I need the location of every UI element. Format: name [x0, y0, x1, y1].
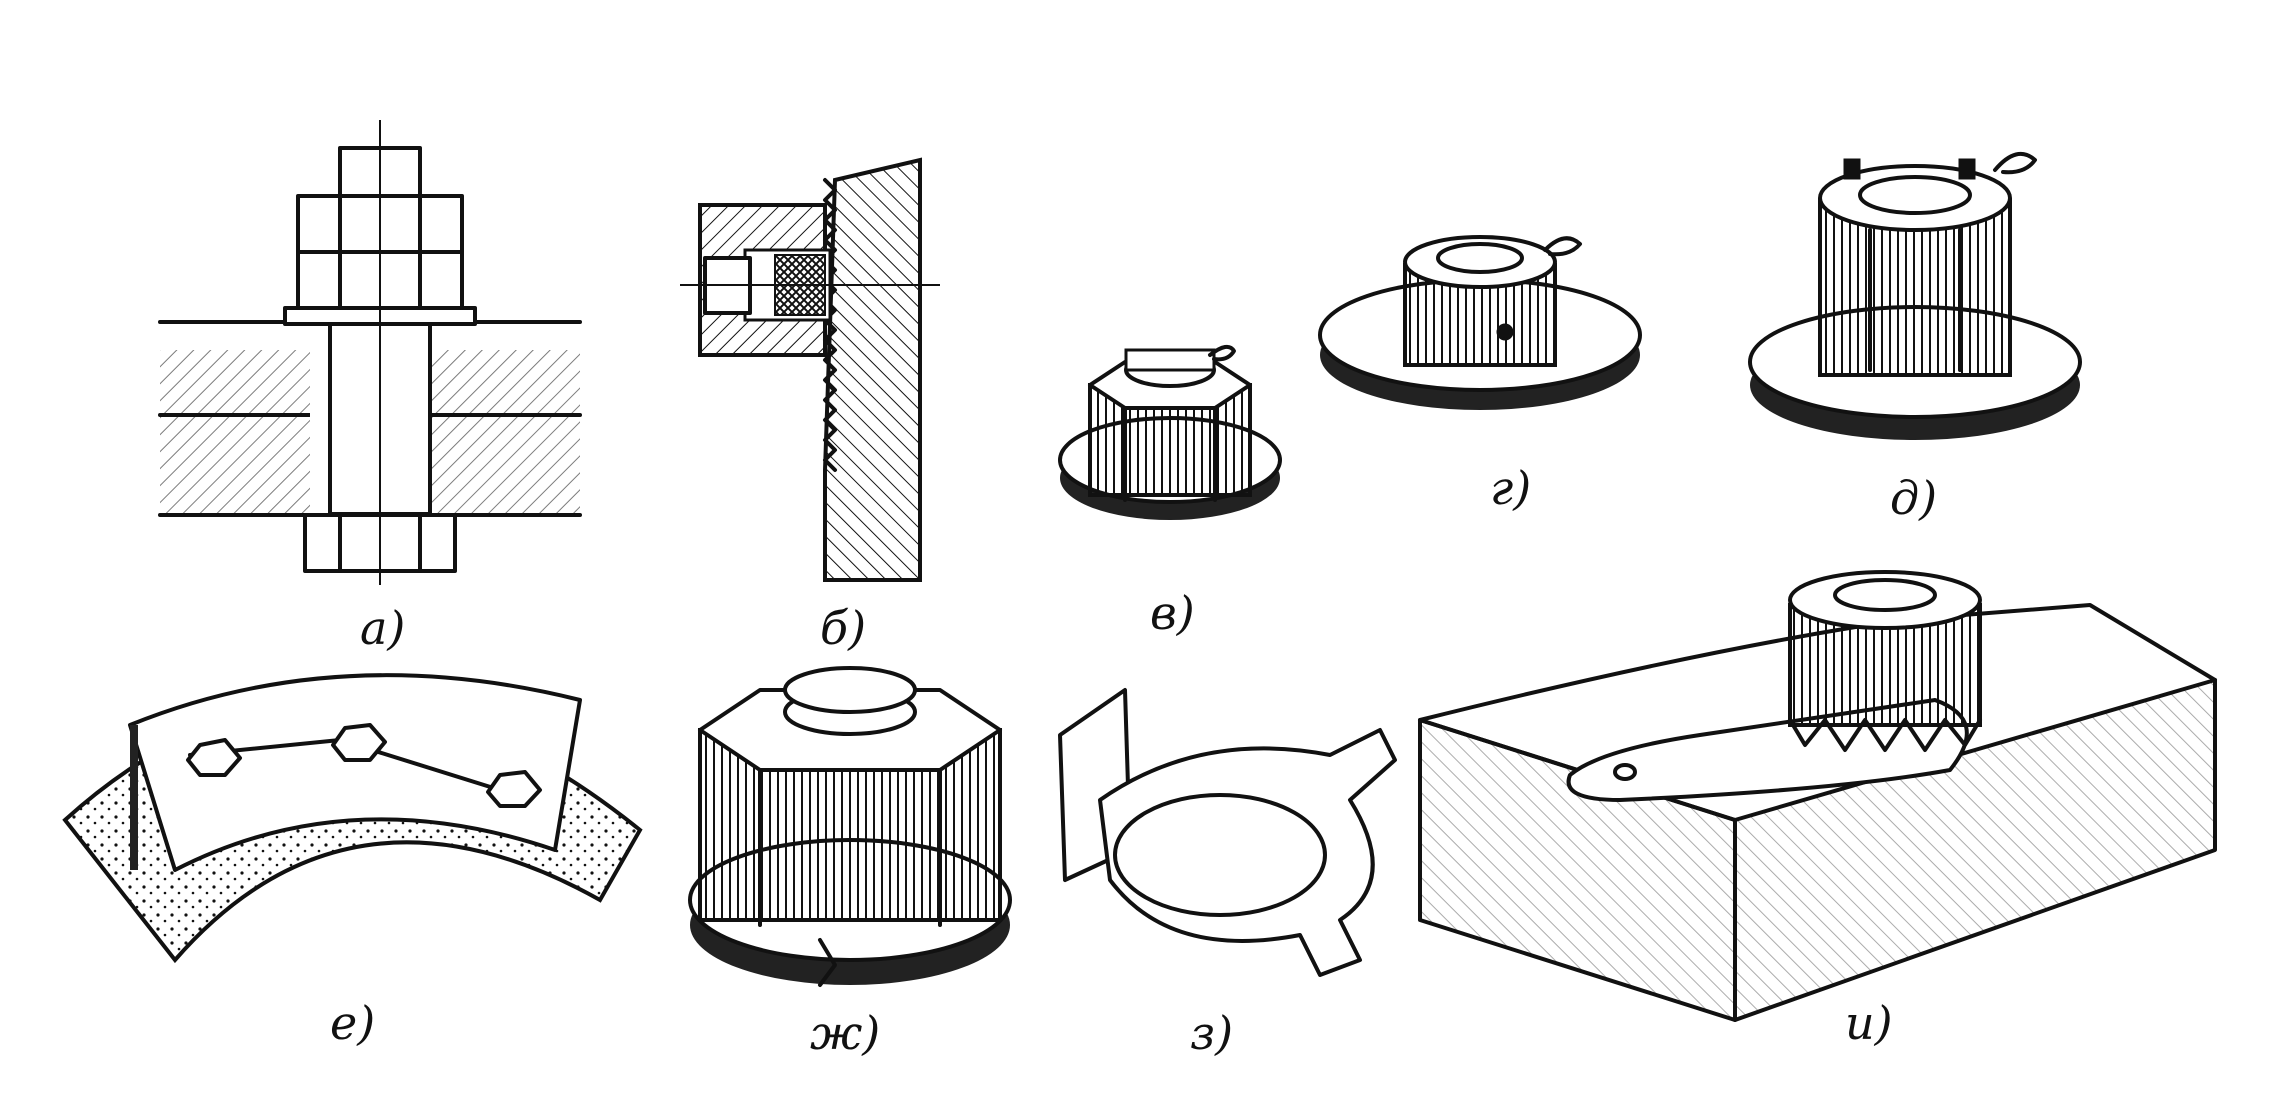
panel-e-wired-bolts	[62, 673, 643, 964]
label-zh: ж)	[810, 1006, 881, 1060]
panel-b-set-screw-section	[680, 157, 940, 582]
label-g: г)	[1490, 461, 1532, 515]
panel-zh-nut-split-washer	[688, 666, 1012, 987]
label-e: е)	[330, 996, 376, 1050]
label-d: д)	[1890, 471, 1938, 525]
label-i: и)	[1845, 996, 1893, 1050]
label-a: а)	[360, 601, 406, 655]
panel-v-nut-with-washer	[1058, 344, 1282, 520]
label-z: з)	[1190, 1006, 1234, 1060]
label-b: б)	[820, 601, 867, 655]
label-v: в)	[1150, 586, 1195, 640]
panel-d-castle-nut	[1748, 151, 2082, 440]
panel-g-slotted-nut-cotter-pin	[1318, 235, 1642, 410]
panel-z-tab-washer	[1058, 688, 1397, 977]
panel-i-tab-plate-block	[1418, 570, 2217, 1022]
panel-a-bolt-lock-nut	[158, 120, 582, 585]
